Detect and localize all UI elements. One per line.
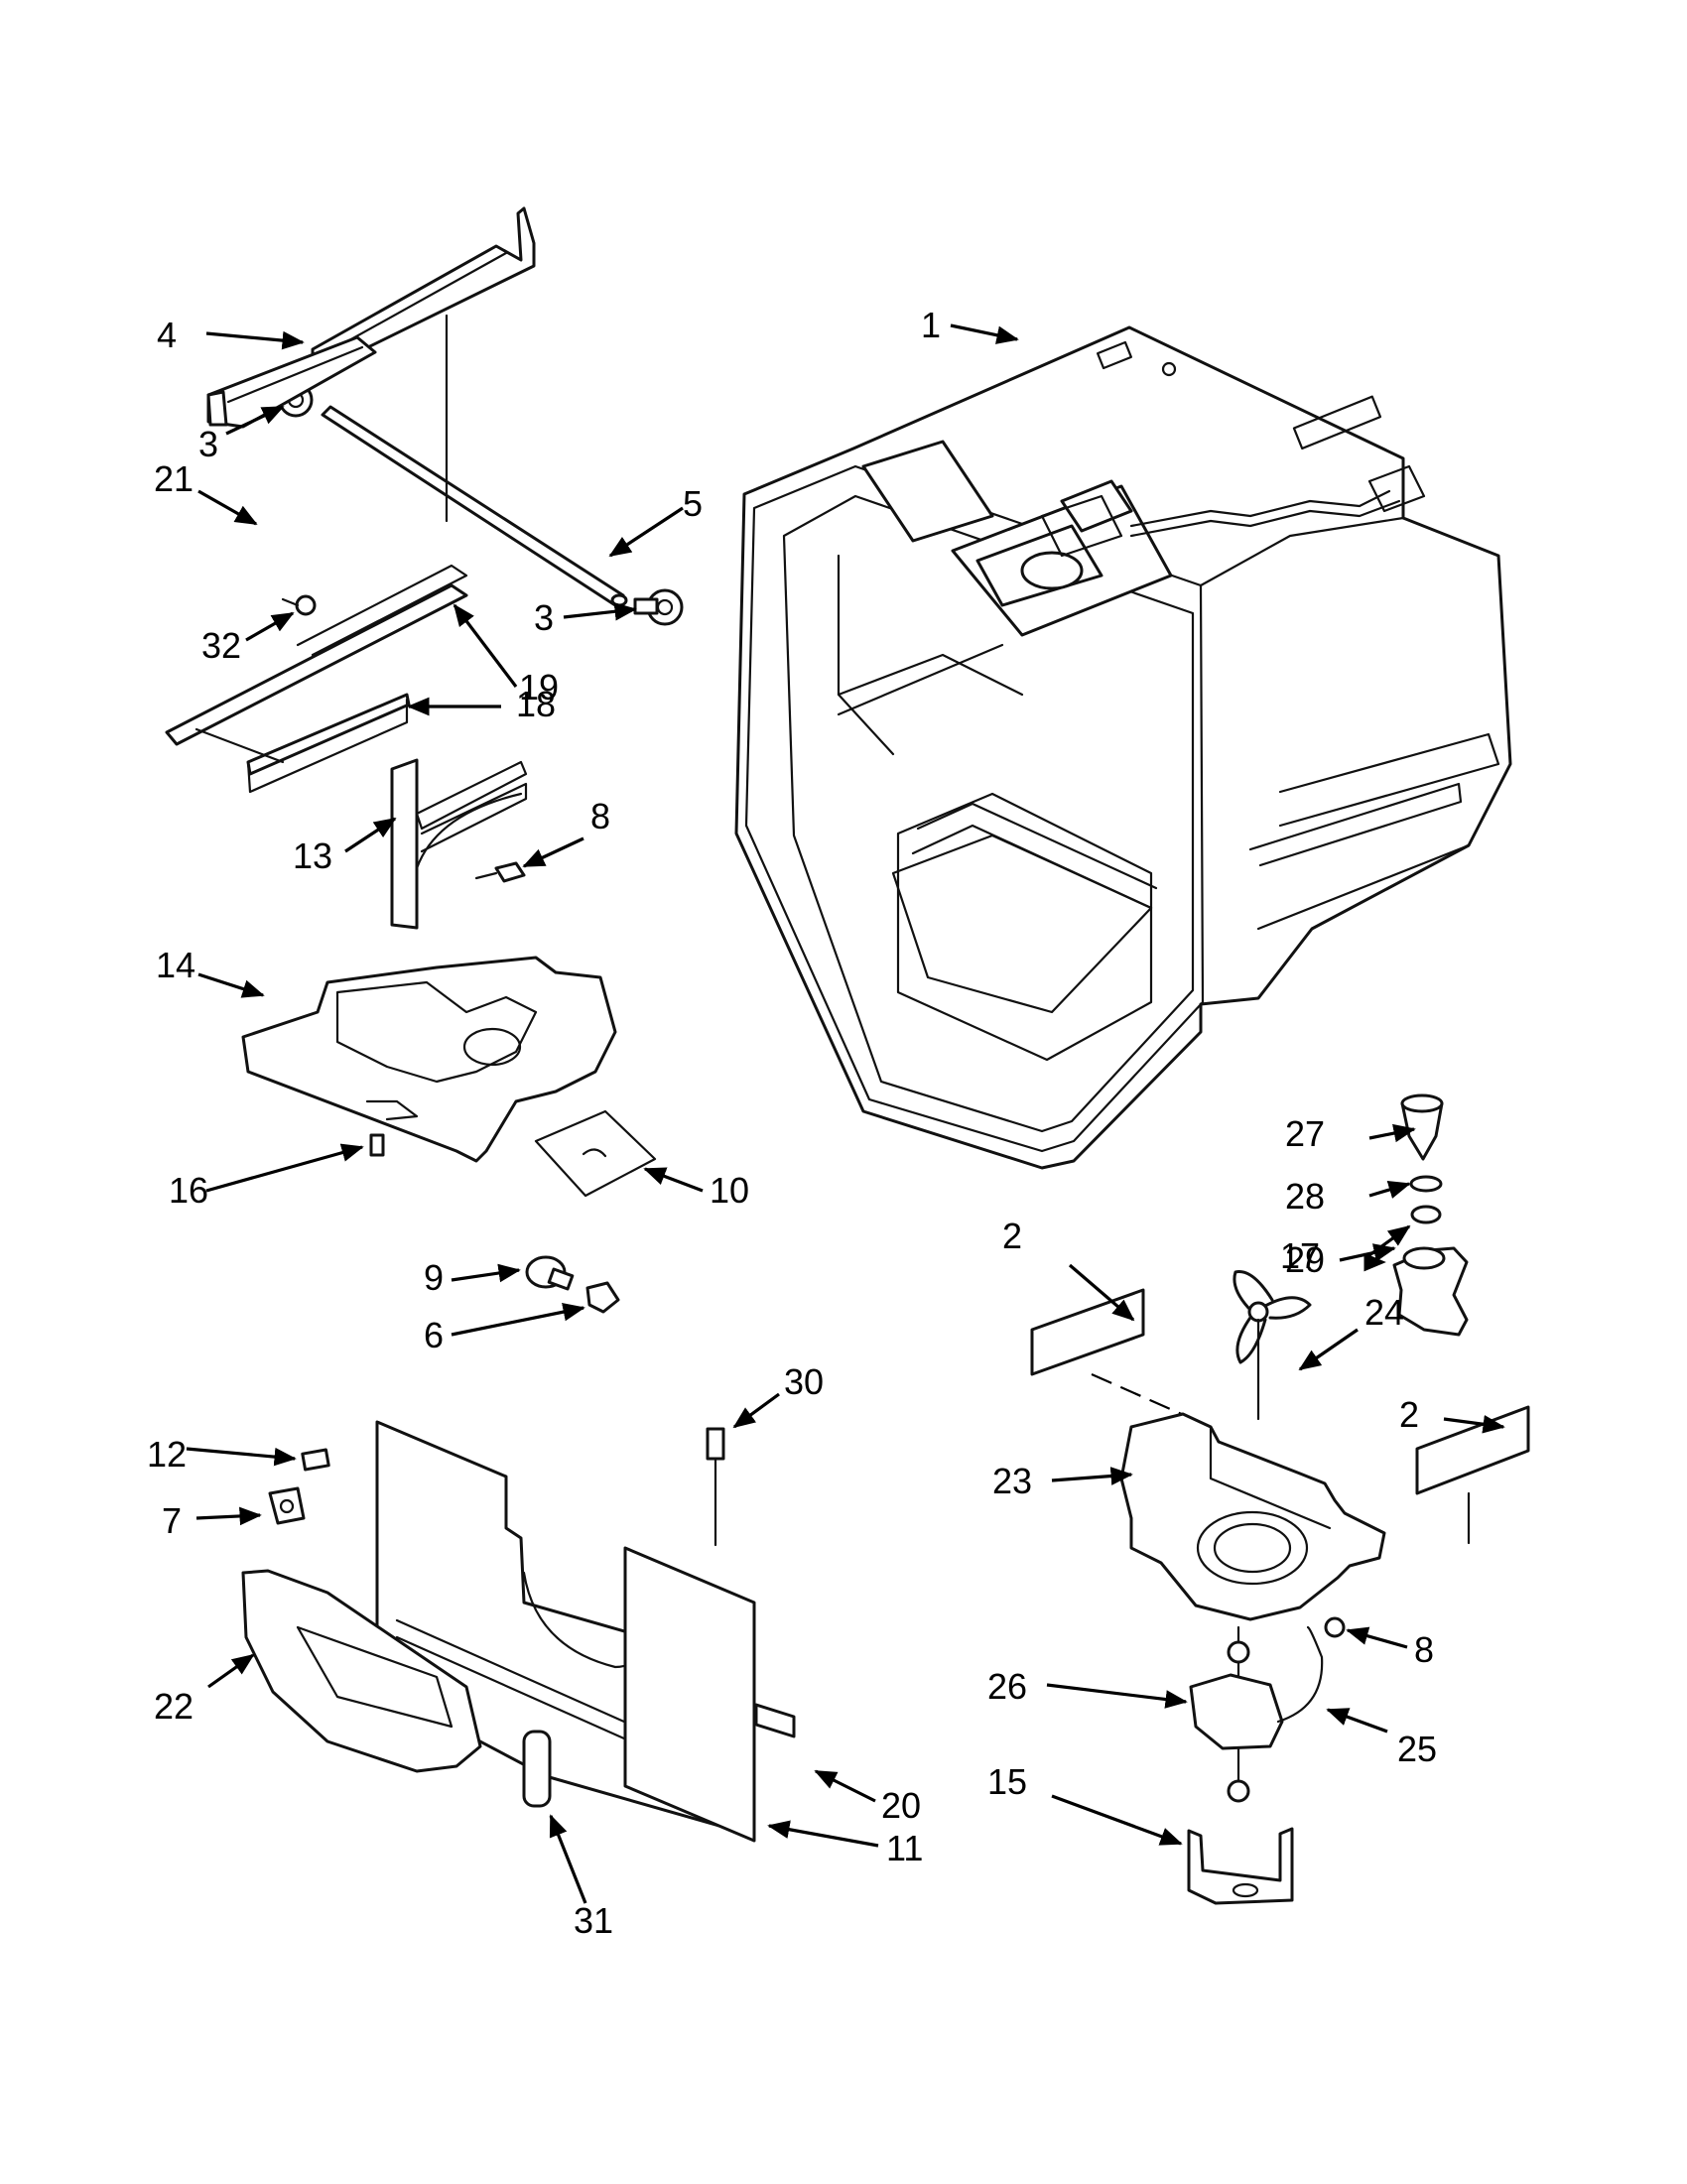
callout-26: 26	[987, 1666, 1027, 1707]
o-ring-part-28	[1409, 1175, 1443, 1193]
screw-part-32	[281, 594, 317, 616]
callout-27: 27	[1285, 1113, 1325, 1154]
callout-2-left: 2	[1002, 1216, 1022, 1256]
callout-4: 4	[157, 315, 177, 355]
slide-bracket-part-21	[206, 335, 377, 429]
callout-3-upper: 3	[198, 424, 218, 464]
callout-8-lower: 8	[1414, 1629, 1434, 1670]
fan-shroud-part-23	[1119, 1318, 1386, 1621]
light-socket-part-6	[585, 1281, 620, 1314]
callout-6: 6	[424, 1315, 444, 1355]
grille-part-22	[241, 1569, 482, 1773]
callout-11: 11	[886, 1828, 923, 1868]
freezer-liner	[734, 325, 1512, 1170]
insulation-part-2-right	[1415, 1405, 1530, 1495]
callout-16: 16	[169, 1170, 208, 1211]
callout-10: 10	[710, 1170, 749, 1211]
callout-labels: 1 2 2 3 3 4 5 6 7 8 8 9 10 11 12 13 14 1…	[147, 305, 1437, 1941]
callout-3-lower: 3	[534, 597, 554, 638]
switch-part-7	[268, 1486, 306, 1525]
callout-5: 5	[683, 483, 703, 524]
callout-12: 12	[147, 1434, 187, 1475]
callout-19: 19	[519, 667, 559, 707]
drain-trough-part-17	[1392, 1246, 1469, 1337]
motor-bracket-part-15	[1187, 1779, 1294, 1905]
callout-18: 18	[516, 684, 556, 724]
pinion-gear-part-3-lower	[633, 588, 684, 626]
callout-31: 31	[574, 1900, 613, 1941]
callout-13: 13	[293, 835, 332, 876]
seal-part-29	[1410, 1205, 1442, 1224]
callout-24: 24	[1364, 1292, 1404, 1333]
damper-part-31	[522, 1730, 552, 1808]
callout-8-upper: 8	[590, 796, 610, 836]
clip-part-16	[369, 1133, 385, 1157]
callout-29: 29	[1285, 1239, 1325, 1280]
screw-part-12	[301, 1448, 330, 1472]
light-bulb-part-9	[525, 1255, 575, 1291]
callout-17: 17	[1280, 1235, 1320, 1276]
thermistor-part-30	[706, 1427, 725, 1547]
screw-part-8-upper	[474, 861, 526, 883]
fan-motor-part-26	[1189, 1625, 1284, 1788]
callout-14: 14	[156, 945, 195, 985]
leader-arrows	[186, 323, 1505, 1904]
callout-25: 25	[1397, 1729, 1437, 1769]
rail-part-18	[246, 693, 411, 794]
screw-part-8-lower	[1324, 1616, 1346, 1638]
axle-rod-part-5	[321, 405, 628, 607]
fan-blade-part-24	[1233, 1270, 1312, 1364]
insulation-part-2-left	[1030, 1288, 1145, 1376]
callout-28: 28	[1285, 1176, 1325, 1217]
callout-22: 22	[154, 1686, 194, 1727]
air-duct-part-14	[241, 956, 617, 1163]
wire-harness-part-25	[1276, 1625, 1324, 1724]
slide-rail-part-19	[165, 564, 468, 746]
insulation-pad-part-10	[534, 1109, 657, 1198]
callout-21: 21	[154, 458, 194, 499]
callout-32: 32	[201, 625, 241, 666]
callout-30: 30	[784, 1361, 824, 1402]
callout-1: 1	[921, 305, 941, 345]
alignment-line-2	[195, 727, 285, 764]
callout-9: 9	[424, 1257, 444, 1298]
callout-15: 15	[987, 1761, 1027, 1802]
callout-23: 23	[992, 1461, 1032, 1501]
insulation-strip-part-20	[754, 1703, 796, 1738]
grommet-part-27	[1400, 1093, 1444, 1161]
callout-7: 7	[162, 1500, 182, 1541]
bracket-part-13	[390, 758, 528, 930]
callout-20: 20	[881, 1785, 921, 1826]
callout-2-right: 2	[1399, 1394, 1419, 1435]
grille-panel-part-11	[623, 1546, 756, 1843]
